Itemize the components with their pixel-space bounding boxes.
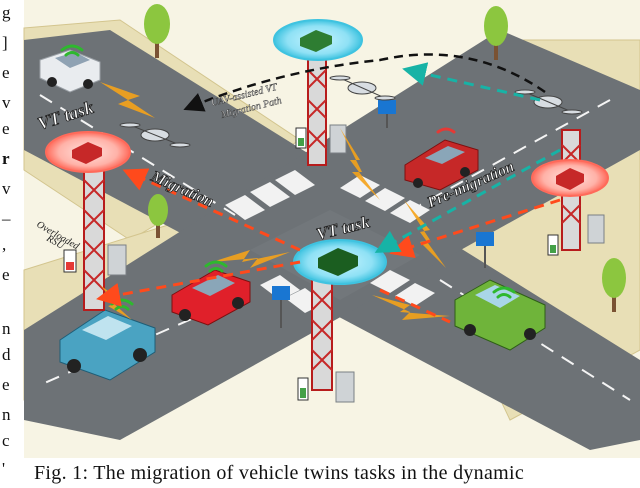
margin-char: e (2, 265, 10, 284)
margin-char: e (2, 119, 10, 138)
tree-right (602, 258, 626, 312)
figure-caption: Fig. 1: The migration of vehicle twins t… (34, 462, 525, 484)
migration-arrows (96, 168, 561, 324)
left-margin-text: g ] e v e r v – , e n d e n c ' (0, 0, 24, 488)
sign-right (476, 232, 494, 268)
wifi-icons (60, 44, 516, 311)
margin-char: d (2, 345, 11, 364)
margin-char: e (2, 375, 10, 394)
margin-char: g (2, 3, 11, 22)
blue-car (59, 309, 156, 381)
margin-char: c (2, 431, 10, 450)
servers (63, 124, 605, 403)
sign-bottom (272, 286, 290, 328)
margin-char: v (2, 179, 11, 198)
rsu-tower-left (83, 169, 105, 311)
tree-mid-left (148, 194, 168, 238)
margin-char: ] (2, 33, 8, 52)
rsu-tower-center (311, 279, 333, 391)
rsu-tower-top (307, 54, 327, 166)
pre-migration-arrows (374, 62, 561, 253)
uavs (119, 75, 583, 148)
trees (144, 4, 626, 312)
pedestrian-signs (272, 100, 494, 328)
margin-char: n (2, 319, 11, 338)
tree-top-right (484, 6, 508, 60)
sign-top (378, 100, 396, 128)
uav-top (329, 75, 396, 101)
uav-path-arrow (183, 53, 546, 112)
tree-top-left (144, 4, 170, 58)
white-car (39, 49, 101, 93)
vt-rings (45, 19, 609, 285)
margin-char: e (2, 63, 10, 82)
margin-char: v (2, 93, 11, 112)
red-car-top (404, 139, 479, 191)
margin-char: , (2, 235, 7, 254)
red-car-bottom (171, 269, 251, 326)
uav-right (514, 89, 583, 115)
margin-char: – (2, 209, 11, 228)
margin-char: ' (2, 459, 6, 478)
margin-char: n (2, 405, 11, 424)
margin-char: r (2, 149, 10, 168)
uav-left (119, 122, 191, 148)
